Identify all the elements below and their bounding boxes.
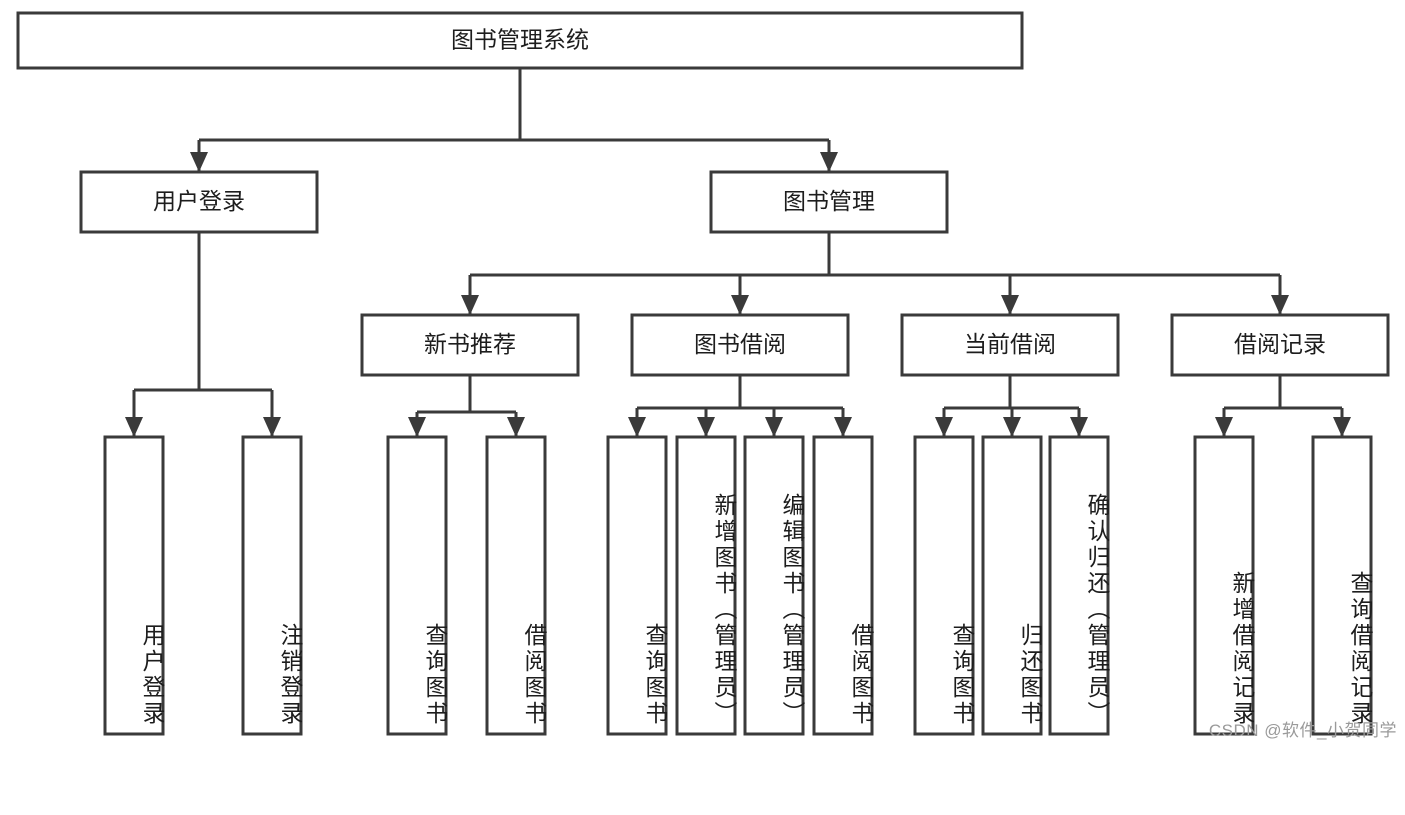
arrow-head-icon-leaf-add-record [1215, 417, 1233, 437]
node-box-leaf-return-book[interactable] [981, 435, 1043, 736]
arrow-head-icon-user-login [190, 152, 208, 172]
node-boxes-layer [16, 11, 1390, 736]
node-box-leaf-add-record[interactable] [1193, 435, 1255, 736]
arrow-head-icon-leaf-query-book-3 [935, 417, 953, 437]
node-box-leaf-query-book-1[interactable] [386, 435, 448, 736]
arrow-head-icon-book-manage [820, 152, 838, 172]
node-box-new-book-rec[interactable] [360, 313, 580, 377]
diagram-canvas: 图书管理系统用户登录图书管理新书推荐图书借阅当前借阅借阅记录 用户登录注销登录查… [16, 11, 1397, 740]
node-box-leaf-borrow-book-1[interactable] [485, 435, 547, 736]
arrow-head-icon-leaf-query-record [1333, 417, 1351, 437]
node-box-leaf-edit-book[interactable] [743, 435, 805, 736]
arrow-head-icon-book-borrow [731, 295, 749, 315]
node-box-user-login[interactable] [79, 170, 319, 234]
node-box-borrow-record[interactable] [1170, 313, 1390, 377]
node-box-leaf-add-book[interactable] [675, 435, 737, 736]
node-box-leaf-query-record[interactable] [1311, 435, 1373, 736]
arrow-head-icon-leaf-confirm-return [1070, 417, 1088, 437]
csdn-watermark: CSDN @软件_小贺同学 [1208, 721, 1397, 740]
arrow-head-icon-leaf-borrow-book-2 [834, 417, 852, 437]
arrow-head-icon-leaf-add-book [697, 417, 715, 437]
connector-lines-layer [125, 68, 1351, 437]
arrow-head-icon-leaf-return-book [1003, 417, 1021, 437]
node-box-current-borrow[interactable] [900, 313, 1120, 377]
arrow-head-icon-leaf-user-logout [263, 417, 281, 437]
node-box-leaf-borrow-book-2[interactable] [812, 435, 874, 736]
node-box-leaf-user-login[interactable] [103, 435, 165, 736]
node-label-user-login: 用户登录 [153, 188, 245, 214]
arrow-head-icon-current-borrow [1001, 295, 1019, 315]
arrow-head-icon-leaf-user-login [125, 417, 143, 437]
arrow-head-icon-leaf-borrow-book-1 [507, 417, 525, 437]
node-label-root: 图书管理系统 [451, 27, 589, 53]
node-box-book-manage[interactable] [709, 170, 949, 234]
arrow-head-icon-leaf-query-book-2 [628, 417, 646, 437]
node-label-new-book-rec: 新书推荐 [424, 331, 516, 357]
node-label-borrow-record: 借阅记录 [1234, 331, 1326, 357]
node-label-book-borrow: 图书借阅 [694, 331, 786, 357]
node-label-current-borrow: 当前借阅 [964, 331, 1056, 357]
arrow-head-icon-leaf-query-book-1 [408, 417, 426, 437]
node-box-leaf-query-book-2[interactable] [606, 435, 668, 736]
arrow-head-icon-new-book-rec [461, 295, 479, 315]
node-label-book-manage: 图书管理 [783, 188, 875, 214]
node-box-leaf-query-book-3[interactable] [913, 435, 975, 736]
arrow-head-icon-leaf-edit-book [765, 417, 783, 437]
node-box-book-borrow[interactable] [630, 313, 850, 377]
node-box-leaf-confirm-return[interactable] [1048, 435, 1110, 736]
arrow-head-icon-borrow-record [1271, 295, 1289, 315]
node-box-leaf-user-logout[interactable] [241, 435, 303, 736]
node-box-root[interactable] [16, 11, 1024, 70]
